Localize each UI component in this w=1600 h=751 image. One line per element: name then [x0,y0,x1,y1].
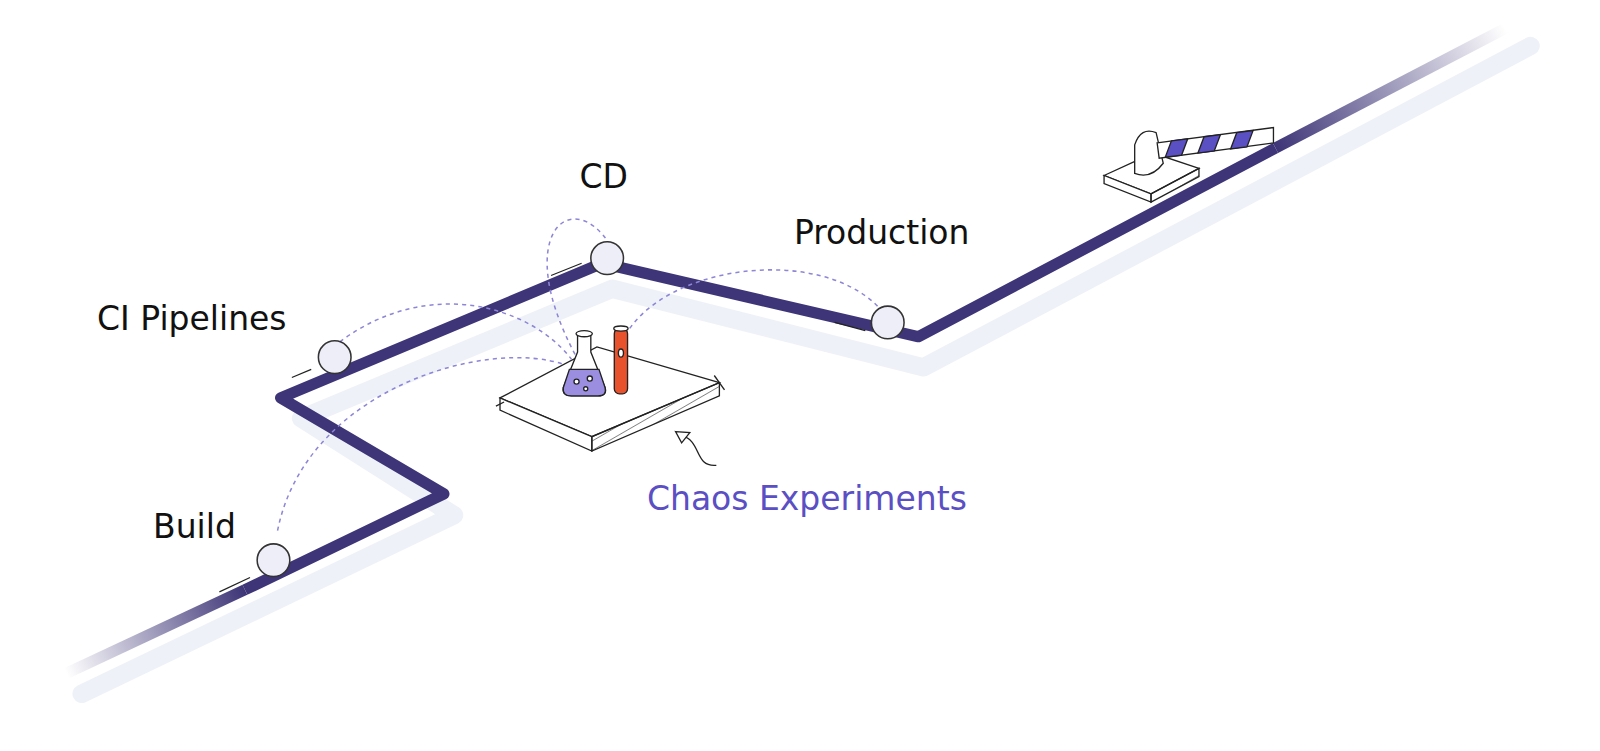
motion-strokes [219,263,865,592]
pointer-arrow [676,432,717,466]
stage-dots [257,242,904,577]
barrier-gate [1104,128,1273,202]
track-fade [66,590,245,674]
flask [563,331,605,396]
callout-label: Chaos Experiments [647,482,967,515]
test-tube [614,326,628,394]
stage-label: Production [794,216,970,249]
stage-label: Build [153,510,236,543]
track-shadow [82,46,1531,694]
track [245,148,1276,590]
stage-label: CD [580,160,628,193]
stage-label: CI Pipelines [97,302,287,335]
track-fade [1275,29,1505,148]
lab-platform [496,347,725,451]
